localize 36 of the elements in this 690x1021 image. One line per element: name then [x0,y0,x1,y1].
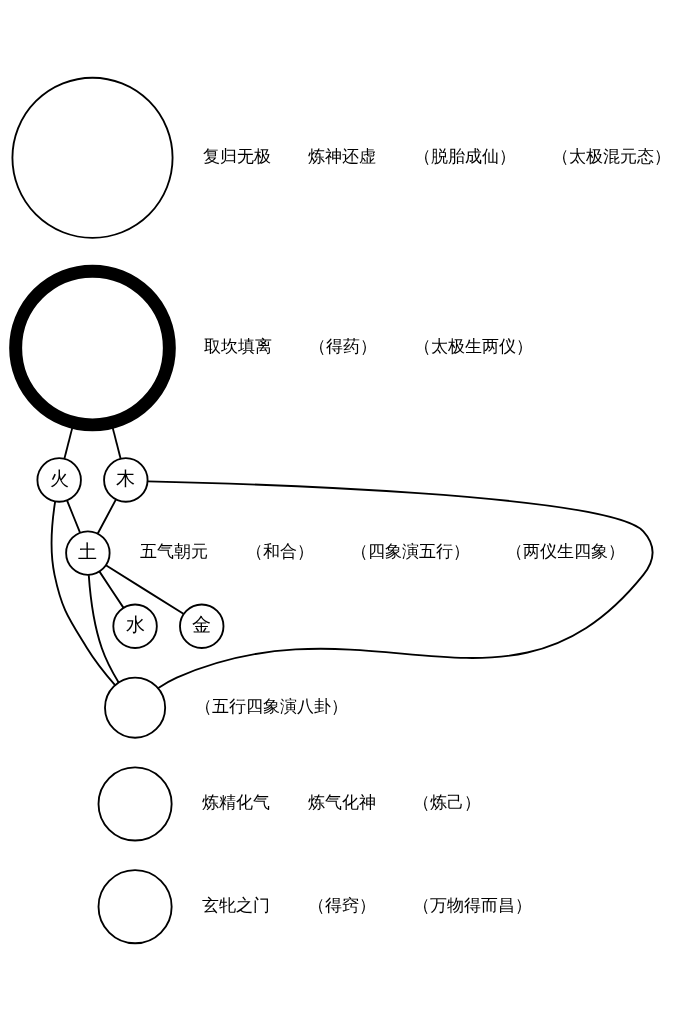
node-circle [104,676,167,739]
node-label: （和合） [245,542,314,562]
node-circle [11,76,174,239]
connector [50,500,116,687]
node-label: 炼气化神 [307,793,376,813]
node-label: （脱胎成仙） [413,146,516,166]
node-label: （万物得而昌） [412,895,532,915]
connector [87,574,120,684]
node-label: （四象演五行） [350,542,470,562]
node-circle: 木 [103,457,149,503]
node-label: （炼己） [413,793,482,813]
node-label: 玄牝之门 [201,895,270,915]
node-circle: 金 [179,603,225,649]
node-label: 炼神还虚 [308,146,377,166]
connector [66,499,81,534]
node-label: （五行四象演八卦） [194,696,348,716]
node-label: （太极生两仪） [414,337,534,357]
node-circle: 火 [36,457,82,503]
connector [105,564,185,615]
node-circle [97,869,173,945]
connector [63,425,74,460]
node-label: （得药） [309,337,378,357]
node-label: 复归无极 [202,146,271,166]
node-circle: 水 [112,603,158,649]
connector [146,480,654,689]
node-label: 取坎填离 [203,337,272,357]
node-label: （得窍） [307,895,376,915]
node-label: （太极混元态） [552,146,672,166]
node-label: （两仪生四象） [506,542,626,562]
node-label: 五气朝元 [139,542,208,562]
node-circle [97,766,173,842]
connector [111,425,122,460]
connector [96,498,117,535]
node-circle: 土 [65,530,111,576]
node-label: 炼精化气 [201,793,270,813]
connector [98,570,125,609]
